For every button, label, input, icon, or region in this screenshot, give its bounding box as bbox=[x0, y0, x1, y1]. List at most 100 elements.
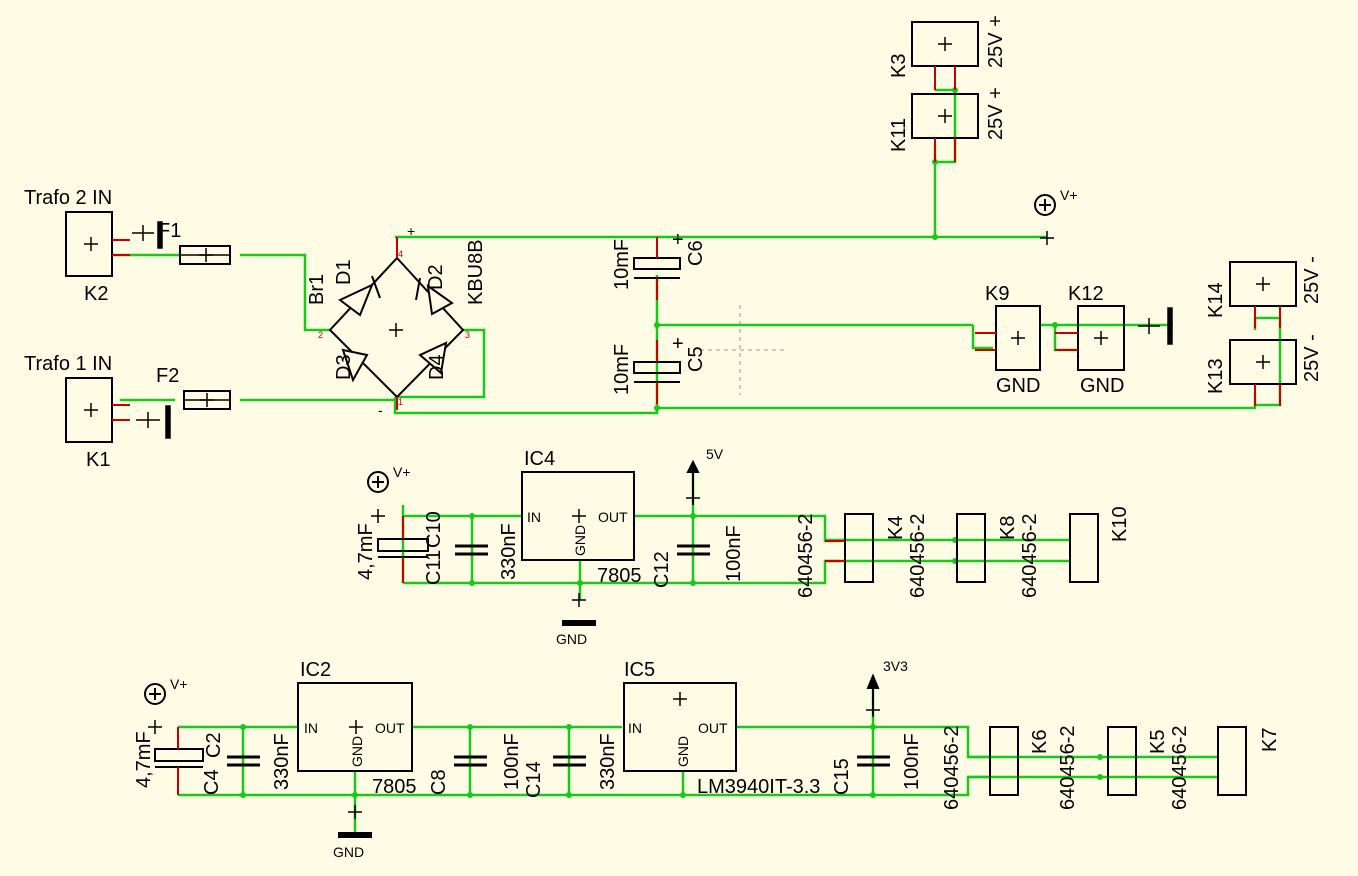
k4-part: 640456-2 bbox=[795, 513, 817, 598]
5v-label: 5V bbox=[706, 446, 724, 462]
c10-label: C10 bbox=[423, 511, 445, 548]
k5-part: 640456-2 bbox=[1057, 725, 1079, 810]
d1-label: D1 bbox=[333, 259, 355, 285]
f1-label: F1 bbox=[158, 220, 181, 242]
3v3-label: 3V3 bbox=[883, 658, 908, 674]
c10-value: 330nF bbox=[498, 523, 520, 580]
k6-part: 640456-2 bbox=[941, 725, 963, 810]
3v3-supply-symbol[interactable] bbox=[866, 673, 880, 717]
k3-voltage: 25V + bbox=[985, 15, 1007, 68]
c8-label: C8 bbox=[428, 769, 450, 795]
connector-k13[interactable] bbox=[1229, 339, 1297, 406]
capacitor-c5[interactable] bbox=[633, 340, 681, 404]
capacitor-c14[interactable] bbox=[553, 755, 586, 767]
k14-voltage: 25V - bbox=[1301, 256, 1323, 304]
connector-k8[interactable] bbox=[956, 513, 986, 583]
c8-value: 100nF bbox=[501, 733, 523, 790]
k5-label: K5 bbox=[1147, 730, 1169, 754]
connector-k14[interactable] bbox=[1229, 261, 1297, 328]
5v-supply-symbol[interactable] bbox=[686, 459, 700, 505]
k7-label: K7 bbox=[1259, 728, 1281, 752]
bridge-pin1: 1 bbox=[398, 397, 403, 407]
gnd-symbol-5v[interactable] bbox=[562, 593, 596, 626]
connector-k5[interactable] bbox=[1107, 726, 1137, 796]
capacitor-c8[interactable] bbox=[454, 755, 487, 767]
vplus-symbol-top[interactable] bbox=[1034, 194, 1056, 245]
c14-value: 330nF bbox=[597, 733, 619, 790]
k9-label: K9 bbox=[985, 283, 1009, 305]
k12-label: K12 bbox=[1068, 283, 1104, 305]
regulator-ic5[interactable] bbox=[623, 682, 737, 772]
k7-part: 640456-2 bbox=[1169, 725, 1191, 810]
connector-k6[interactable] bbox=[989, 726, 1019, 796]
connector-k2[interactable] bbox=[65, 211, 130, 277]
ic4-in: IN bbox=[527, 509, 541, 525]
c5-value: 10mF bbox=[611, 344, 633, 395]
ic4-gnd: GND bbox=[572, 525, 588, 556]
capacitor-c12[interactable] bbox=[677, 544, 710, 556]
gnd-symbol-3v3[interactable] bbox=[338, 805, 372, 838]
c15-label: C15 bbox=[831, 758, 853, 795]
vplus-3v3-label: V+ bbox=[170, 676, 188, 692]
vplus-symbol-3v3[interactable] bbox=[144, 683, 166, 734]
c6-value: 10mF bbox=[611, 239, 633, 290]
connector-k11[interactable] bbox=[911, 93, 979, 162]
capacitor-c4[interactable] bbox=[154, 727, 204, 795]
br1-label: Br1 bbox=[306, 274, 328, 305]
f2-label: F2 bbox=[156, 365, 179, 387]
capacitor-c10[interactable] bbox=[455, 544, 488, 556]
k10-label: K10 bbox=[1109, 506, 1131, 542]
c6-label: C6 bbox=[685, 240, 707, 266]
k3-label: K3 bbox=[888, 54, 910, 78]
k2-label: K2 bbox=[84, 283, 108, 305]
capacitor-c15[interactable] bbox=[857, 755, 890, 767]
connector-k7[interactable] bbox=[1217, 726, 1247, 796]
kbu8b-label: KBU8B bbox=[465, 239, 487, 305]
fuse-f2[interactable] bbox=[183, 390, 231, 410]
k10-part: 640456-2 bbox=[1019, 513, 1041, 598]
fuse-f1[interactable] bbox=[179, 245, 231, 265]
regulator-ic2[interactable] bbox=[297, 682, 413, 772]
k12-gnd-label: GND bbox=[1080, 375, 1124, 397]
ic2-part: 7805 bbox=[372, 776, 417, 798]
c15-value: 100nF bbox=[901, 733, 923, 790]
c12-label: C12 bbox=[651, 551, 673, 588]
capacitor-c2[interactable] bbox=[227, 755, 260, 767]
k14-label: K14 bbox=[1205, 282, 1227, 318]
connector-k3[interactable] bbox=[911, 21, 979, 90]
c6-plus: + bbox=[672, 229, 684, 251]
ic5-part: LM3940IT-3.3 bbox=[697, 776, 820, 798]
k11-voltage: 25V + bbox=[985, 87, 1007, 140]
ic2-label: IC2 bbox=[300, 659, 331, 681]
ic5-in: IN bbox=[628, 720, 642, 736]
capacitor-c11[interactable] bbox=[377, 516, 429, 583]
crosshair-cursor bbox=[700, 305, 785, 395]
regulator-ic4[interactable] bbox=[521, 471, 635, 561]
bridge-rectifier-br1[interactable] bbox=[328, 237, 465, 410]
c14-label: C14 bbox=[523, 761, 545, 798]
connector-k10[interactable] bbox=[1069, 513, 1099, 583]
bridge-plus: + bbox=[407, 223, 415, 239]
gnd-3v3-label: GND bbox=[333, 844, 364, 860]
k11-label: K11 bbox=[888, 118, 910, 152]
c4-label: C4 bbox=[201, 769, 223, 795]
c12-value: 100nF bbox=[723, 525, 745, 582]
ic4-label: IC4 bbox=[524, 448, 555, 470]
connector-k9[interactable] bbox=[975, 305, 1041, 371]
trafo2-label: Trafo 2 IN bbox=[24, 187, 112, 209]
ground-plate-k12 bbox=[1138, 307, 1173, 345]
capacitor-c6[interactable] bbox=[633, 237, 681, 300]
connector-k12[interactable] bbox=[1055, 305, 1125, 371]
connector-k4[interactable] bbox=[825, 513, 874, 583]
wires[interactable] bbox=[112, 88, 1282, 835]
k6-label: K6 bbox=[1029, 730, 1051, 754]
vplus-symbol-5v[interactable] bbox=[367, 471, 389, 523]
ic5-label: IC5 bbox=[624, 659, 655, 681]
connector-k1[interactable] bbox=[65, 377, 130, 443]
k8-part: 640456-2 bbox=[907, 513, 929, 598]
bridge-pin2: 2 bbox=[318, 330, 323, 340]
c5-label: C5 bbox=[685, 346, 707, 372]
c4-value: 4,7mF bbox=[133, 731, 155, 788]
d4-label: D4 bbox=[426, 354, 448, 380]
